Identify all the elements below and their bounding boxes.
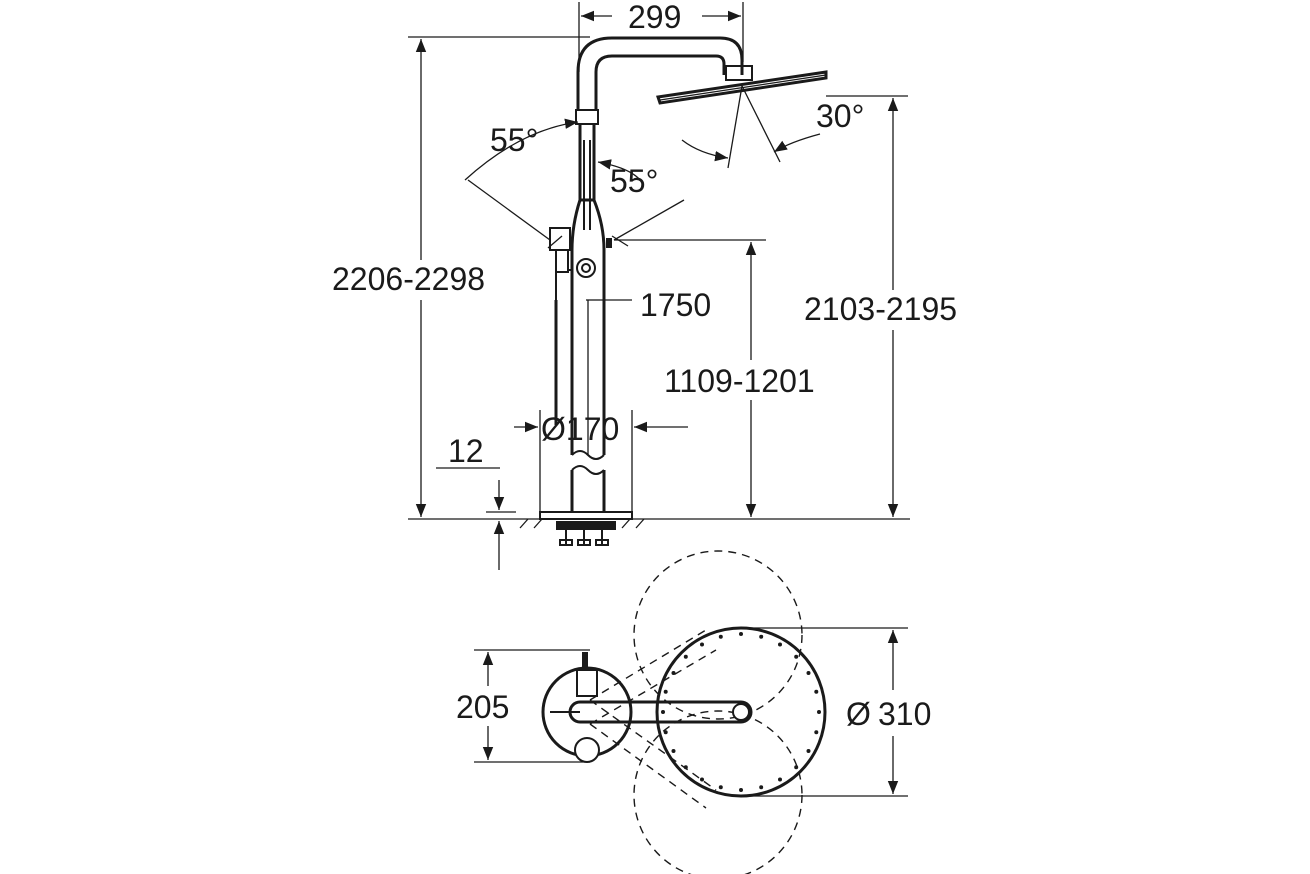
plan-view: 205 Ø 310 [456, 550, 931, 874]
nozzle-dot [700, 642, 704, 647]
floor-offset-label: 12 [448, 433, 484, 469]
floor-mount-bracket [539, 511, 633, 546]
nozzle-dot [718, 785, 723, 790]
swivel-circle-upper [633, 550, 803, 720]
swivel-lines [464, 118, 685, 249]
dim-head-diameter: Ø 310 [741, 627, 931, 797]
floor-hatching [519, 518, 645, 529]
nozzle-dot [817, 710, 821, 714]
tilt-lines [681, 85, 821, 169]
base-diameter-label: Ø170 [541, 411, 619, 447]
spout-height-label: 1109-1201 [664, 363, 815, 399]
mixer-body [549, 198, 612, 301]
nozzle-dot [663, 689, 668, 694]
nozzle-dot [806, 749, 811, 753]
handshower-height-label: 1750 [640, 287, 711, 323]
head-height-label: 2103-2195 [804, 291, 957, 327]
nozzle-dot [739, 632, 743, 636]
nozzle-dot [683, 654, 688, 659]
dim-base-diameter: Ø170 [514, 410, 688, 512]
nozzle-dot [814, 730, 819, 735]
right-swivel-angle-label: 55° [610, 163, 658, 199]
tilt-angle-label: 30° [816, 98, 864, 134]
nozzle-dot [663, 730, 668, 735]
swivel-circle-lower [633, 710, 803, 874]
nozzle-dot [759, 634, 764, 639]
nozzle-dot [671, 671, 676, 675]
nozzle-dot [671, 749, 676, 753]
top-width-label: 299 [628, 0, 681, 35]
riser-pipe [554, 300, 606, 512]
nozzle-dot [814, 689, 819, 694]
plan-depth-label: 205 [456, 689, 509, 725]
dim-top-width: 299 [578, 0, 744, 72]
dim-overall-height: 2206-2298 [332, 36, 590, 517]
nozzle-dot [683, 765, 688, 770]
nozzle-dot [778, 777, 782, 782]
arm-plan [568, 700, 753, 724]
nozzle-dots [661, 632, 821, 792]
head-diameter-label: 310 [878, 696, 931, 732]
nozzle-dot [778, 642, 782, 647]
shower-arm [575, 36, 744, 230]
nozzle-dot [661, 710, 665, 714]
nozzle-dot [794, 654, 799, 659]
head-diameter-symbol: Ø [846, 696, 871, 732]
dim-head-height: 2103-2195 [804, 95, 957, 517]
nozzle-dot [794, 765, 799, 770]
dim-spout-height: 1109-1201 [614, 239, 815, 517]
elevation-view: 299 2206-2298 2103-2195 1750 1109-1201 [332, 0, 957, 570]
nozzle-dot [759, 785, 764, 790]
left-swivel-angle-label: 55° [490, 122, 538, 158]
dim-floor-offset: 12 [436, 433, 516, 570]
nozzle-dot [739, 788, 743, 792]
nozzle-dot [718, 634, 723, 639]
overall-height-label: 2206-2298 [332, 261, 485, 297]
nozzle-dot [806, 671, 811, 675]
nozzle-dot [700, 777, 704, 782]
dim-plan-depth: 205 [456, 649, 590, 763]
dim-handshower-height: 1750 [600, 287, 711, 323]
